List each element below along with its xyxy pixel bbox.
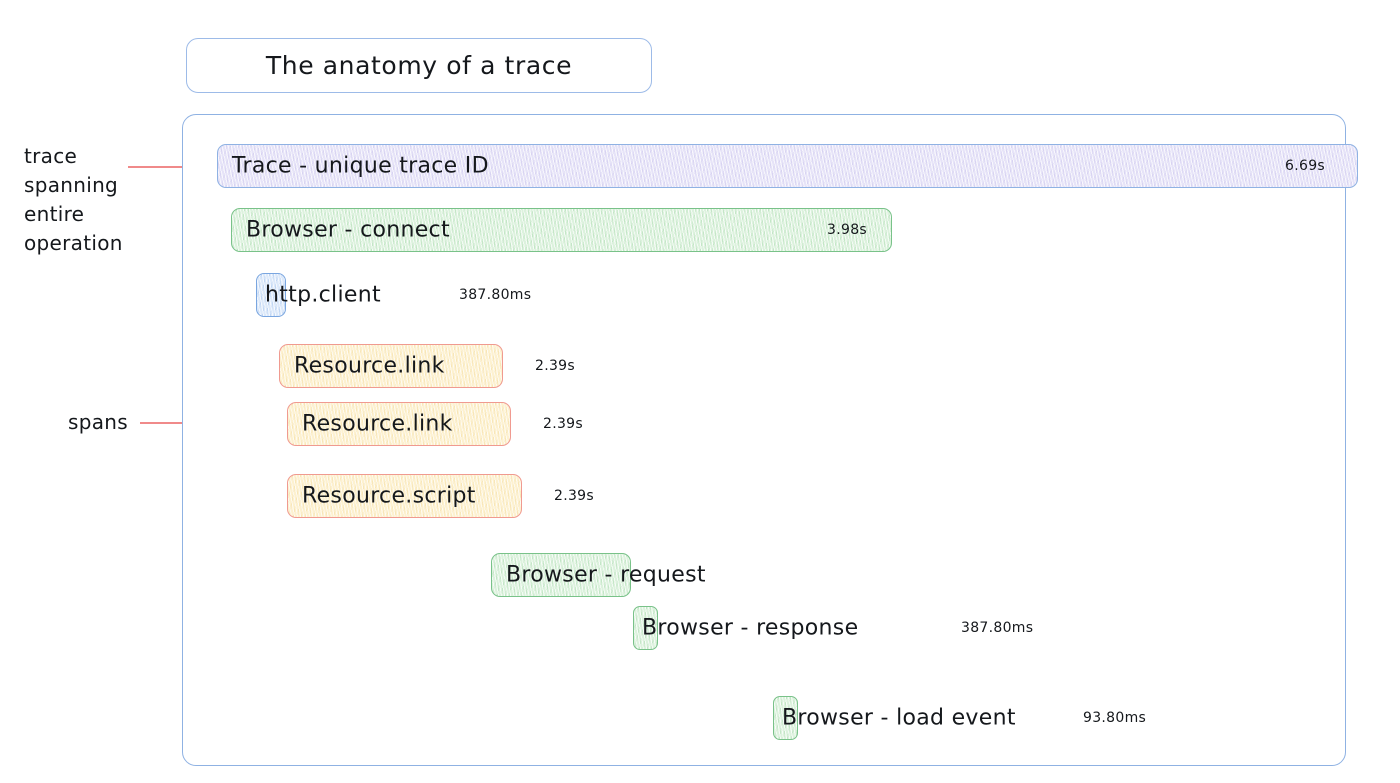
span-bar-resource-link-1[interactable]: Resource.link bbox=[279, 344, 503, 388]
span-duration-browser-connect: 3.98s bbox=[827, 222, 867, 238]
span-label-http-client: http.client bbox=[265, 282, 381, 308]
span-duration-resource-script: 2.39s bbox=[554, 488, 594, 504]
span-row-http-client[interactable]: http.client 387.80ms bbox=[256, 273, 531, 317]
span-duration-resource-link-2: 2.39s bbox=[543, 416, 583, 432]
span-row-resource-script[interactable]: Resource.script 2.39s bbox=[287, 474, 594, 518]
span-duration-resource-link-1: 2.39s bbox=[535, 358, 575, 374]
span-label-browser-load-event: Browser - load event bbox=[782, 705, 1016, 731]
title-box: The anatomy of a trace bbox=[186, 38, 652, 93]
spans-annotation-leader bbox=[140, 422, 212, 424]
span-bar-browser-connect[interactable]: Browser - connect 3.98s bbox=[231, 208, 892, 252]
span-row-browser-request[interactable]: Browser - request bbox=[491, 553, 706, 597]
page-title: The anatomy of a trace bbox=[265, 51, 573, 80]
span-bar-resource-script[interactable]: Resource.script bbox=[287, 474, 522, 518]
span-row-browser-response[interactable]: Browser - response 387.80ms bbox=[633, 606, 1033, 650]
span-label-browser-response: Browser - response bbox=[642, 615, 859, 641]
span-label-resource-script: Resource.script bbox=[302, 483, 476, 509]
span-bar-resource-link-2[interactable]: Resource.link bbox=[287, 402, 511, 446]
span-duration-http-client: 387.80ms bbox=[459, 287, 532, 303]
span-bar-trace-root[interactable]: Trace - unique trace ID 6.69s bbox=[217, 144, 1358, 188]
span-bar-browser-response[interactable]: Browser - response bbox=[633, 606, 858, 650]
span-label-browser-connect: Browser - connect bbox=[246, 217, 450, 243]
trace-annotation-label: trace spanning entire operation bbox=[24, 144, 123, 255]
span-row-resource-link-2[interactable]: Resource.link 2.39s bbox=[287, 402, 583, 446]
span-label-browser-request: Browser - request bbox=[506, 562, 706, 588]
spans-annotation-label: spans bbox=[68, 410, 128, 434]
span-label-trace-root: Trace - unique trace ID bbox=[232, 153, 489, 179]
trace-waterfall-container: Trace - unique trace ID 6.69s Browser - … bbox=[182, 114, 1358, 766]
span-bar-http-client[interactable]: http.client bbox=[256, 273, 381, 317]
span-duration-browser-response: 387.80ms bbox=[961, 620, 1034, 636]
span-row-browser-connect[interactable]: Browser - connect 3.98s bbox=[231, 208, 892, 252]
span-row-resource-link-1[interactable]: Resource.link 2.39s bbox=[279, 344, 575, 388]
span-bar-browser-load-event[interactable]: Browser - load event bbox=[773, 696, 1015, 740]
span-label-resource-link-1: Resource.link bbox=[294, 353, 445, 379]
span-row-trace-root[interactable]: Trace - unique trace ID 6.69s bbox=[217, 144, 1358, 188]
span-duration-trace-root: 6.69s bbox=[1285, 158, 1325, 174]
span-duration-browser-load-event: 93.80ms bbox=[1083, 710, 1147, 726]
trace-annotation-leader bbox=[128, 166, 183, 168]
span-row-browser-load-event[interactable]: Browser - load event 93.80ms bbox=[773, 696, 1146, 740]
span-label-resource-link-2: Resource.link bbox=[302, 411, 453, 437]
span-bar-browser-request[interactable]: Browser - request bbox=[491, 553, 706, 597]
